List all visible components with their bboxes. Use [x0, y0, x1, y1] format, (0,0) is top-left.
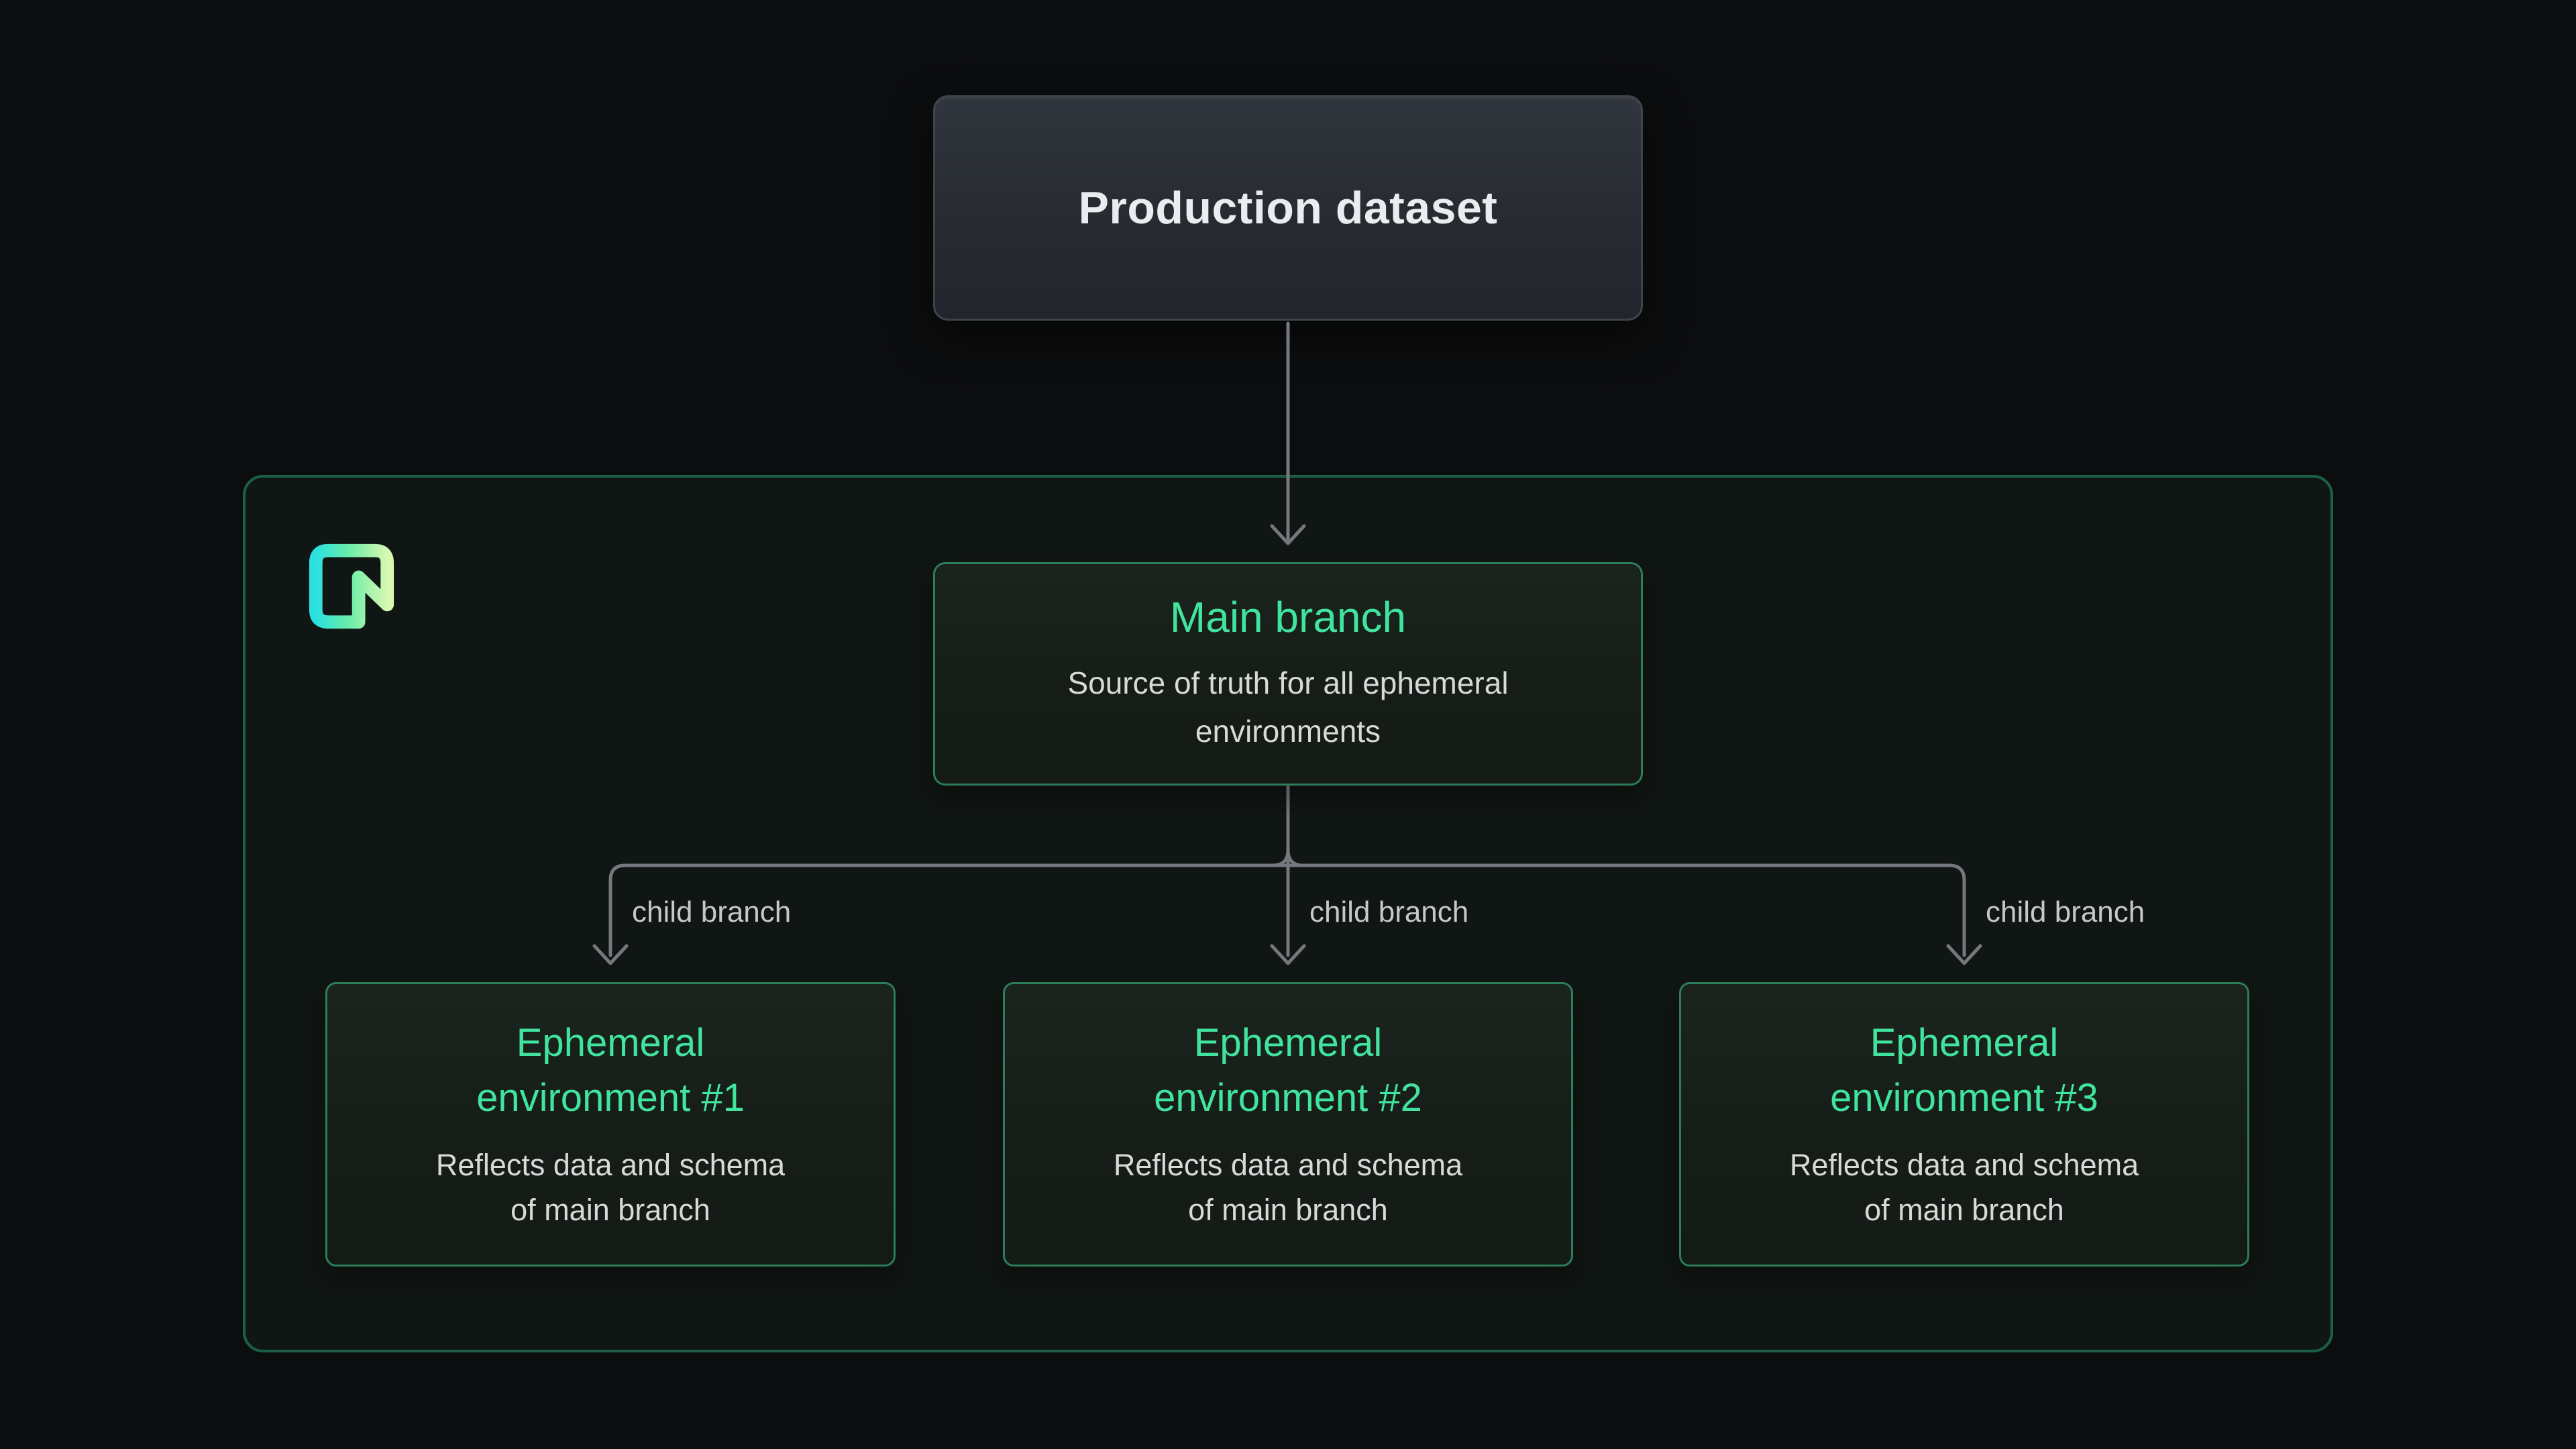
ephemeral-environment-box-2: Ephemeral environment #2 Reflects data a… [1003, 982, 1573, 1267]
env1-title-line2: environment #1 [476, 1071, 745, 1125]
ephemeral-environment-box-3: Ephemeral environment #3 Reflects data a… [1679, 982, 2249, 1267]
env1-desc-line2: of main branch [436, 1187, 785, 1233]
ephemeral-environment-description-2: Reflects data and schema of main branch [1114, 1142, 1462, 1233]
env3-desc-line1: Reflects data and schema [1790, 1142, 2139, 1188]
env2-desc-line2: of main branch [1114, 1187, 1462, 1233]
ephemeral-environment-title-3: Ephemeral environment #3 [1830, 1016, 2098, 1124]
main-branch-description-line1: Source of truth for all ephemeral [1067, 659, 1508, 707]
neon-logo-icon [301, 535, 402, 637]
env3-desc-line2: of main branch [1790, 1187, 2139, 1233]
env3-title-line2: environment #3 [1830, 1071, 2098, 1125]
env1-title-line1: Ephemeral [476, 1016, 745, 1070]
child-branch-label-2: child branch [1309, 898, 1468, 927]
env3-title-line1: Ephemeral [1830, 1016, 2098, 1070]
main-branch-description: Source of truth for all ephemeral enviro… [1067, 659, 1508, 755]
main-branch-title: Main branch [1170, 592, 1406, 642]
child-branch-label-1: child branch [632, 898, 791, 927]
ephemeral-environment-description-3: Reflects data and schema of main branch [1790, 1142, 2139, 1233]
env2-title-line2: environment #2 [1154, 1071, 1422, 1125]
main-branch-description-line2: environments [1067, 708, 1508, 755]
ephemeral-environment-title-1: Ephemeral environment #1 [476, 1016, 745, 1124]
env2-desc-line1: Reflects data and schema [1114, 1142, 1462, 1188]
env1-desc-line1: Reflects data and schema [436, 1142, 785, 1188]
main-branch-box: Main branch Source of truth for all ephe… [933, 562, 1643, 786]
ephemeral-environment-description-1: Reflects data and schema of main branch [436, 1142, 785, 1233]
ephemeral-environment-box-1: Ephemeral environment #1 Reflects data a… [325, 982, 896, 1267]
production-dataset-box: Production dataset [933, 95, 1643, 321]
ephemeral-environment-title-2: Ephemeral environment #2 [1154, 1016, 1422, 1124]
child-branch-label-3: child branch [1986, 898, 2145, 927]
production-dataset-title: Production dataset [1079, 182, 1498, 234]
env2-title-line1: Ephemeral [1154, 1016, 1422, 1070]
